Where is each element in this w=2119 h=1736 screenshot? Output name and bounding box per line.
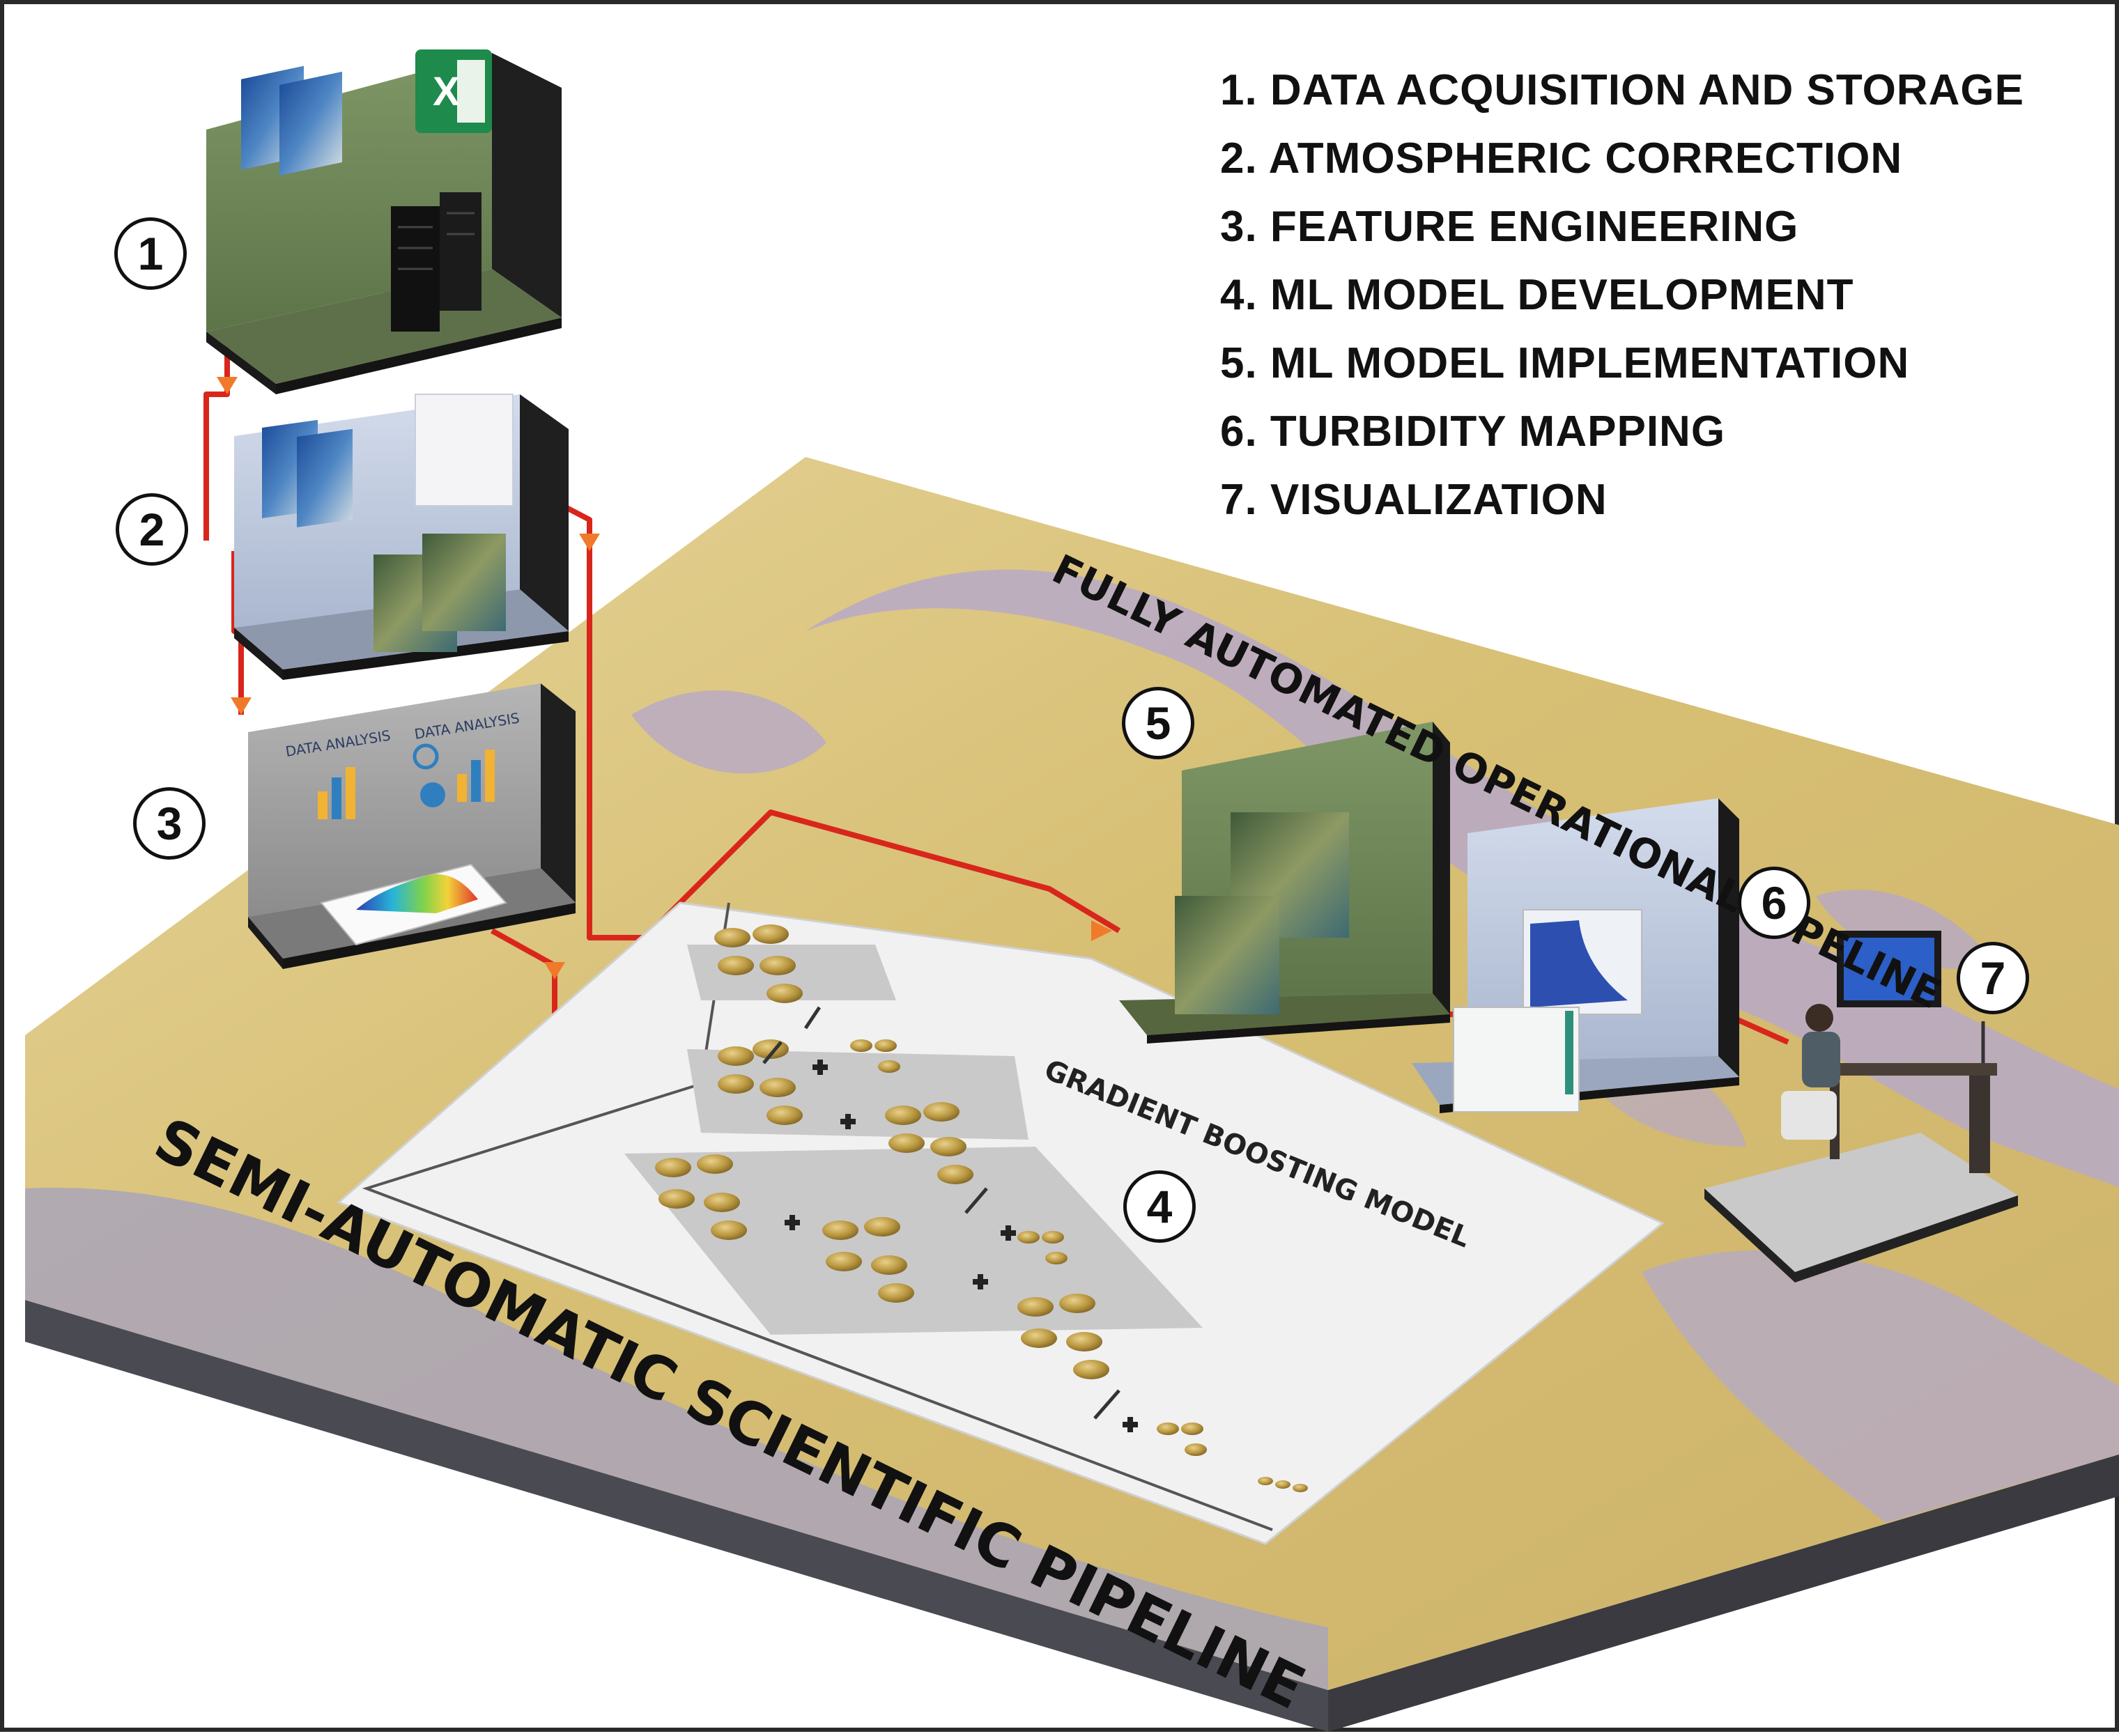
satellite-image bbox=[422, 534, 506, 631]
arrow-head bbox=[231, 697, 252, 715]
step-badge-6: 6 bbox=[1738, 867, 1810, 939]
map-water-region bbox=[1816, 890, 1997, 970]
room3-back-wall bbox=[248, 683, 541, 917]
step-legend: 1. DATA ACQUISITION AND STORAGE 2. ATMOS… bbox=[1220, 56, 2098, 534]
desk-leg bbox=[1969, 1076, 1990, 1173]
legend-item-7: 7. VISUALIZATION bbox=[1220, 476, 1608, 524]
room-3-feature-engineering: DATA ANALYSIS DATA ANALYSIS bbox=[248, 683, 576, 969]
pipeline-scene: X DATA ANALYSIS DATA ANALYSIS bbox=[25, 49, 2119, 1732]
flow-line-1-to-2 bbox=[203, 332, 230, 541]
room-6-turbidity-mapping bbox=[1412, 798, 1739, 1113]
map-water-region bbox=[631, 690, 826, 774]
gbm-plus-signs bbox=[785, 1060, 1138, 1432]
legend-item-4: 4. ML MODEL DEVELOPMENT bbox=[1220, 271, 1854, 319]
legend-item-3: 3. FEATURE ENGINEERING bbox=[1220, 203, 1799, 251]
satellite-image bbox=[279, 71, 342, 176]
turbidity-map-water bbox=[1530, 920, 1628, 1007]
room-2-atmospheric-correction bbox=[234, 394, 569, 680]
room1-base bbox=[206, 332, 276, 394]
map-water-region bbox=[25, 1188, 1328, 1690]
gbm-row-shade bbox=[624, 1147, 1203, 1335]
legend-item-5: 5. ML MODEL IMPLEMENTATION bbox=[1220, 339, 1910, 387]
room3-base-left bbox=[248, 917, 283, 969]
step-badge-2: 2 bbox=[116, 493, 188, 566]
desk bbox=[1823, 1063, 1997, 1076]
room-1-data-acquisition: X bbox=[206, 49, 562, 394]
colorbar bbox=[1565, 1011, 1573, 1094]
step-badge-7: 7 bbox=[1957, 942, 2029, 1014]
room3-base-front bbox=[283, 903, 576, 969]
magnifier-icon bbox=[413, 743, 439, 770]
room5-base-front bbox=[1147, 1014, 1450, 1044]
scatter-plot bbox=[415, 394, 514, 506]
step-badge-1: 1 bbox=[114, 217, 187, 290]
room3-side-wall bbox=[541, 683, 576, 903]
step-badge-5: 5 bbox=[1122, 687, 1194, 759]
flow-line-to-room5 bbox=[643, 809, 1121, 940]
room-4-ml-development bbox=[337, 901, 1665, 1545]
satellite-image bbox=[1175, 896, 1279, 1014]
bar-chart-icon bbox=[318, 767, 355, 819]
legend-item-6: 6. TURBIDITY MAPPING bbox=[1220, 408, 1726, 456]
slab-side-front bbox=[25, 1300, 1328, 1732]
satellite-image bbox=[297, 428, 353, 527]
room6-side-wall bbox=[1718, 798, 1739, 1077]
legend-item-1: 1. DATA ACQUISITION AND STORAGE bbox=[1220, 66, 2024, 114]
room1-base-front bbox=[276, 318, 562, 394]
arrow-head bbox=[544, 962, 565, 979]
arrow-head bbox=[579, 534, 600, 551]
person-body bbox=[1802, 1032, 1840, 1087]
room1-side-wall bbox=[492, 53, 562, 318]
room2-base-front bbox=[283, 631, 569, 680]
turbidity-map bbox=[1453, 1007, 1580, 1113]
person-head bbox=[1805, 1004, 1833, 1032]
map-water-region bbox=[806, 569, 2119, 1187]
svg-text:X: X bbox=[433, 69, 460, 114]
room-5-ml-implementation bbox=[1119, 722, 1450, 1044]
server-rack bbox=[391, 192, 481, 332]
bar-chart-icon bbox=[457, 750, 495, 802]
pie-chart-icon bbox=[420, 782, 445, 807]
room2-base-left bbox=[234, 628, 283, 680]
spectrum-curve bbox=[356, 874, 478, 913]
arrow-head bbox=[217, 377, 238, 394]
room-7-visualization bbox=[1704, 931, 2018, 1282]
excel-icon: X bbox=[415, 49, 492, 133]
legend-item-2: 2. ATMOSPHERIC CORRECTION bbox=[1220, 134, 1903, 183]
office-chair bbox=[1781, 1091, 1837, 1140]
map-water-region bbox=[1642, 1250, 2119, 1523]
monitor-screen bbox=[1844, 938, 1934, 1000]
step-badge-3: 3 bbox=[133, 787, 206, 860]
tree-ensemble bbox=[655, 924, 1308, 1492]
room7-floor bbox=[1704, 1133, 2018, 1272]
gbm-step-arrows bbox=[762, 1006, 1120, 1420]
room5-side-wall bbox=[1433, 722, 1450, 1014]
slab-side-right bbox=[1328, 1454, 2119, 1732]
arrow-head bbox=[1091, 920, 1112, 941]
step-badge-4: 4 bbox=[1123, 1170, 1196, 1243]
room2-side-wall bbox=[520, 394, 569, 631]
